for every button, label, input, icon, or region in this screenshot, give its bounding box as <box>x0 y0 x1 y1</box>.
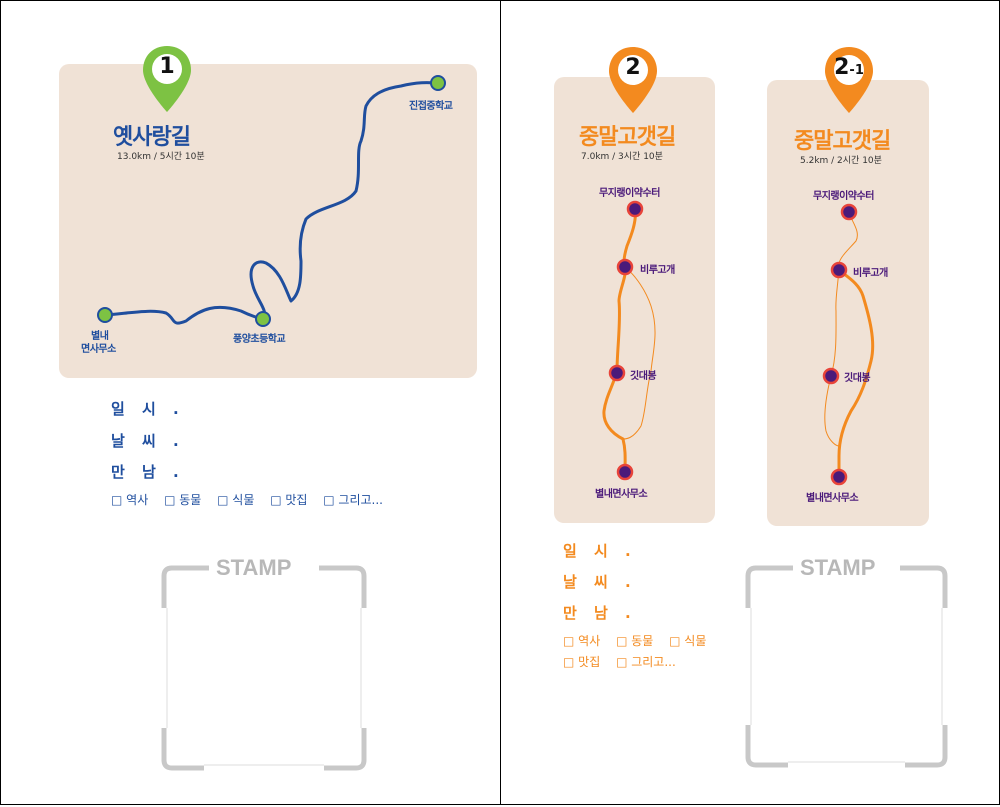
trail2-checkbox-plant[interactable]: □ 식물 <box>669 634 707 648</box>
trail1-field-weather: 날 씨 . <box>111 432 185 450</box>
trail1-checkbox-etc[interactable]: □ 그리고... <box>323 493 383 507</box>
left-panel: 1 옛사랑길 13.0km / 5시간 10분 진접중학교 풍양초등학교 별내 … <box>0 0 501 805</box>
trail1-route-map <box>97 75 446 327</box>
trail21-stop-dot-1 <box>840 203 858 221</box>
trail1-stop-label-2: 풍양초등학교 <box>233 334 286 345</box>
trail21-pin-number-sub: -1 <box>849 63 864 78</box>
trail2-checkbox-etc[interactable]: □ 그리고... <box>616 655 676 669</box>
trail2-stop-label-1: 무지랭이약수터 <box>599 188 660 199</box>
trail2-stamp-label: STAMP <box>800 555 876 580</box>
trail1-title: 옛사랑길 <box>113 125 191 150</box>
trail1-stamp-box: STAMP <box>161 555 367 771</box>
trail1-stop-dot-start <box>430 75 446 91</box>
trail2-route-maps <box>602 200 875 486</box>
trail2-stop-dot-1 <box>626 200 644 218</box>
trail2-field-meet: 만 남 . <box>563 604 637 622</box>
trail1-checkbox-history[interactable]: □ 역사 <box>111 493 149 507</box>
right-panel: 2 2-1 중말고갯길 7.0km / 3시간 10분 중말고갯길 5.2km … <box>500 0 1000 805</box>
trail1-stop-dot-end <box>97 307 113 323</box>
trail2-stamp-box: STAMP <box>745 555 948 768</box>
trail1-field-meet: 만 남 . <box>111 463 185 481</box>
trail2-checkbox-row-1: □ 역사 □ 동물 □ 식물 <box>563 632 718 649</box>
trail21-stop-label-2: 비루고개 <box>853 268 888 279</box>
trail2-checkbox-animal[interactable]: □ 동물 <box>616 634 654 648</box>
trail21-stop-label-1: 무지랭이약수터 <box>813 191 874 202</box>
trail21-stop-dot-4 <box>830 468 848 486</box>
trail21-pin-number-main: 2 <box>834 55 850 80</box>
trail1-pin-icon: 1 <box>141 44 193 118</box>
trail1-field-date: 일 시 . <box>111 400 185 418</box>
trail2-field-date: 일 시 . <box>563 542 637 560</box>
trail1-checkbox-plant[interactable]: □ 식물 <box>217 493 255 507</box>
trail21-route-thin <box>824 211 858 447</box>
trail2-stop-dot-4 <box>616 463 634 481</box>
trail1-stop-dot-mid <box>255 311 271 327</box>
trail2-checkbox-food[interactable]: □ 맛집 <box>563 655 601 669</box>
trail21-pin-number: 2-1 <box>823 55 875 80</box>
trail1-stop-label-1: 진접중학교 <box>409 101 453 112</box>
trail21-stop-label-4: 별내면사무소 <box>806 493 859 504</box>
trail1-pin-number: 1 <box>159 54 175 79</box>
trail1-meta: 13.0km / 5시간 10분 <box>117 152 205 162</box>
trail21-meta: 5.2km / 2시간 10분 <box>800 156 882 166</box>
trail21-map-card <box>767 80 929 526</box>
trail2-stop-dot-3 <box>608 364 626 382</box>
trail21-stop-dot-3 <box>822 367 840 385</box>
trail21-route-main <box>837 268 875 479</box>
trail2-field-weather: 날 씨 . <box>563 573 637 591</box>
trail2-stop-label-4: 별내면사무소 <box>595 489 648 500</box>
trail2-route-loop <box>622 266 656 440</box>
trail2-map-card <box>554 77 715 523</box>
trail1-stamp-label: STAMP <box>216 555 292 580</box>
trail2-checkbox-history[interactable]: □ 역사 <box>563 634 601 648</box>
trail2-meta: 7.0km / 3시간 10분 <box>581 152 663 162</box>
trail21-title: 중말고갯길 <box>794 129 891 154</box>
trail2-stop-label-3: 깃대봉 <box>630 371 657 382</box>
trail1-map-card <box>59 64 477 378</box>
trail2-stop-label-2: 비루고개 <box>640 265 675 276</box>
trail2-title: 중말고갯길 <box>579 125 676 150</box>
trail21-stop-dot-2 <box>830 261 848 279</box>
trail2-checkbox-row-2: □ 맛집 □ 그리고... <box>563 653 688 670</box>
trail1-route <box>103 81 440 325</box>
trail2-stop-dot-2 <box>616 258 634 276</box>
trail21-stop-label-3: 깃대봉 <box>844 373 871 384</box>
trail1-checkbox-row: □ 역사 □ 동물 □ 식물 □ 맛집 □ 그리고... <box>111 491 395 508</box>
trail2-pin-number: 2 <box>625 55 641 80</box>
trail2-route-main <box>602 207 637 474</box>
trail1-stop-label-4: 면사무소 <box>81 344 116 355</box>
trail2-pin-icon: 2 <box>607 45 659 119</box>
trail1-stop-label-3: 별내 <box>91 331 109 342</box>
trail21-pin-icon: 2-1 <box>823 45 875 119</box>
trail1-checkbox-food[interactable]: □ 맛집 <box>270 493 308 507</box>
trail1-checkbox-animal[interactable]: □ 동물 <box>164 493 202 507</box>
